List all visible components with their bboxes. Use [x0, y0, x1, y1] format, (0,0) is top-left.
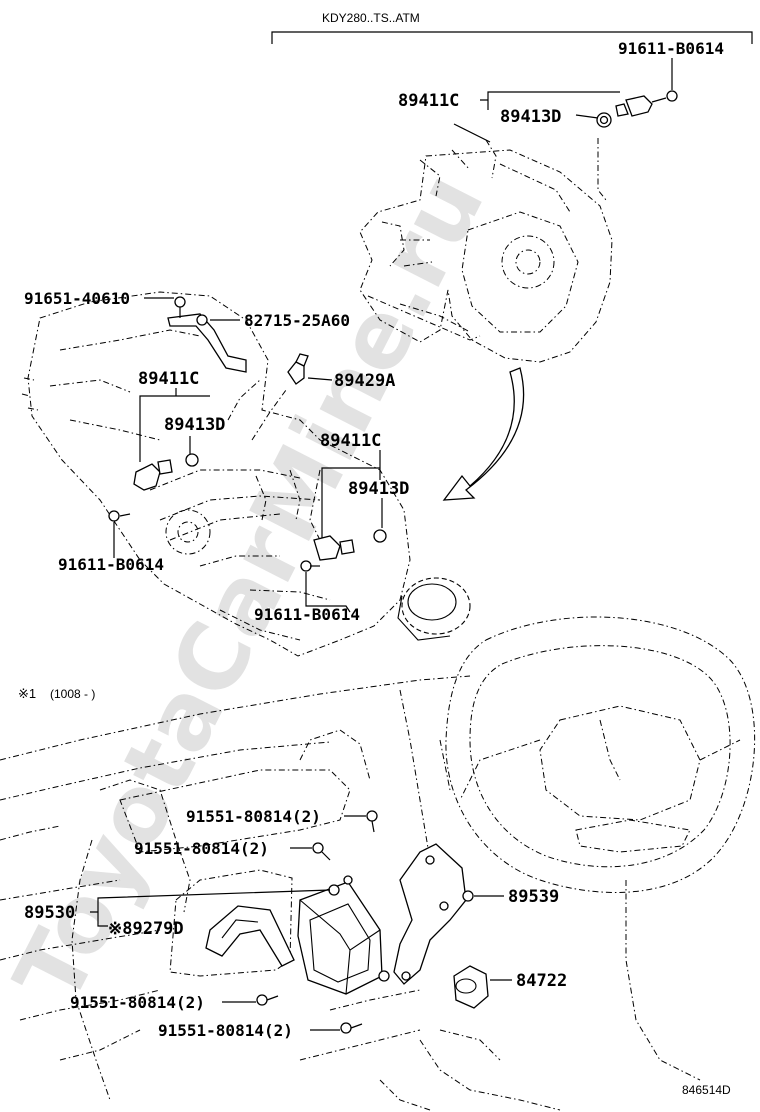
part-91551-80814-b[interactable]: 91551-80814(2)	[134, 839, 269, 858]
sensor-89429a	[287, 353, 309, 385]
speed-sensor-left	[108, 453, 199, 522]
steering-wheel	[445, 616, 756, 1081]
model-bracket	[271, 31, 753, 44]
part-91611-b0614-mid[interactable]: 91611-B0614	[254, 605, 360, 624]
part-91651-40610[interactable]: 91651-40610	[24, 289, 130, 308]
leader-89429a	[307, 377, 333, 381]
part-89413d-left[interactable]: 89413D	[164, 415, 225, 435]
leader-89411c-mid	[321, 450, 381, 538]
diagram-id: 846514D	[682, 1083, 731, 1097]
ecu-89530	[297, 875, 390, 995]
leader-89411c-top	[480, 91, 620, 110]
transmission-left-drawing	[21, 291, 411, 657]
bracket-89539	[393, 843, 474, 985]
part-91611-b0614-top[interactable]: 91611-B0614	[618, 39, 724, 58]
leader-89411c-left	[139, 388, 210, 462]
leader-89530	[90, 889, 331, 927]
part-89530[interactable]: 89530	[24, 903, 75, 923]
oil-filter	[397, 577, 471, 641]
direction-arrow	[442, 367, 525, 501]
note-marker: ※1	[18, 686, 36, 701]
bolt-set-dashboard	[256, 810, 378, 1034]
bracket-89279d	[205, 905, 295, 967]
dashboard-drawing	[0, 675, 561, 1111]
part-89411c-left[interactable]: 89411C	[138, 369, 199, 389]
shift-knob-84722	[453, 965, 489, 1009]
part-89539[interactable]: 89539	[508, 887, 559, 907]
part-91551-80814-d[interactable]: 91551-80814(2)	[158, 1021, 293, 1040]
part-82715-25a60[interactable]: 82715-25A60	[244, 311, 350, 330]
leader-91611-mid	[305, 572, 351, 613]
part-89429a[interactable]: 89429A	[334, 371, 395, 391]
speed-sensor-mid	[300, 529, 387, 572]
part-84722[interactable]: 84722	[516, 971, 567, 991]
part-89411c-top[interactable]: 89411C	[398, 91, 459, 111]
leader-89413d-top	[575, 114, 599, 119]
part-89279d[interactable]: ※89279D	[108, 919, 184, 939]
part-89413d-mid[interactable]: 89413D	[348, 479, 409, 499]
part-91611-b0614-left[interactable]: 91611-B0614	[58, 555, 164, 574]
model-code-label: KDY280..TS..ATM	[322, 11, 420, 25]
part-89413d-top[interactable]: 89413D	[500, 107, 561, 127]
part-91551-80814-a[interactable]: 91551-80814(2)	[186, 807, 321, 826]
part-89411c-mid[interactable]: 89411C	[320, 431, 381, 451]
note-range: (1008 - )	[50, 687, 95, 701]
transmission-top-drawing	[359, 123, 613, 363]
speed-sensor-top	[596, 90, 678, 128]
bracket-82715	[167, 296, 247, 373]
part-91551-80814-c[interactable]: 91551-80814(2)	[70, 993, 205, 1012]
